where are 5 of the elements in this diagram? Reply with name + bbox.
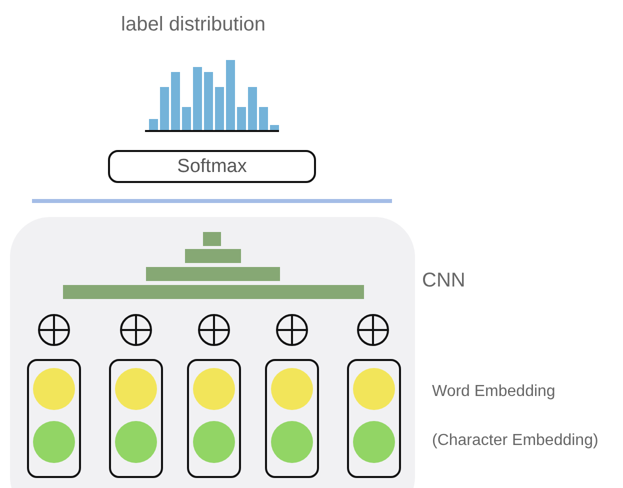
layer-label: (Character Embedding) [432, 432, 598, 450]
heading: label distribution [121, 14, 266, 36]
layer-label: Word Embedding [432, 383, 556, 401]
layer-label: CNN [422, 270, 466, 292]
softmax-box: Softmax [108, 150, 316, 183]
